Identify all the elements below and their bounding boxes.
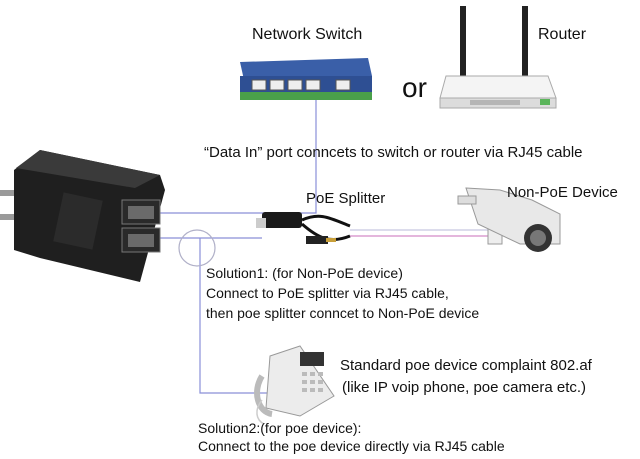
network-switch-icon: [240, 58, 372, 100]
standard-poe-line1: Standard poe device complaint 802.af: [340, 357, 592, 374]
network-switch-label: Network Switch: [252, 26, 363, 43]
or-label: or: [402, 72, 427, 103]
poe-splitter-icon: [256, 212, 351, 244]
solution2-line1: Solution2:(for poe device):: [198, 420, 362, 436]
ip-phone-icon: [254, 345, 335, 425]
cable-to-phone: [199, 238, 268, 394]
solution1-line3: then poe splitter conncet to Non-PoE dev…: [206, 305, 480, 321]
solution2-line2: Connect to the poe device directly via R…: [198, 438, 505, 454]
cables: [150, 98, 490, 394]
data-in-label: “Data In” port conncets to switch or rou…: [204, 144, 583, 161]
poe-splitter-label: PoE Splitter: [306, 190, 386, 207]
cable-to-switch: [150, 98, 317, 214]
router-icon: [439, 6, 557, 109]
non-poe-device-label: Non-PoE Device: [507, 184, 618, 201]
solution1-line2: Connect to PoE splitter via RJ45 cable,: [206, 285, 449, 301]
standard-poe-line2: (like IP voip phone, poe camera etc.): [342, 379, 587, 396]
router-label: Router: [538, 26, 587, 43]
junction-circle: [178, 229, 216, 267]
solution1-line1: Solution1: (for Non-PoE device): [206, 265, 403, 281]
camera-icon: [457, 187, 561, 252]
poe-injector-icon: [0, 150, 165, 282]
